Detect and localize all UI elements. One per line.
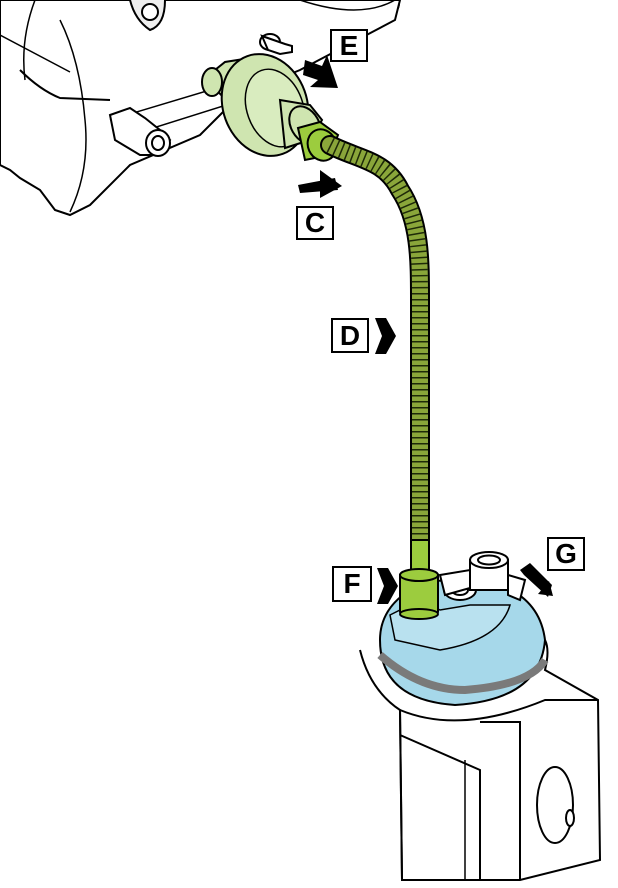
arrow-c	[298, 170, 342, 198]
callout-g: G	[547, 537, 585, 571]
arrow-f	[377, 568, 398, 604]
arrow-d	[375, 318, 396, 354]
callout-f: F	[332, 566, 372, 602]
callout-e: E	[330, 29, 368, 62]
callout-c: C	[296, 206, 334, 240]
chamber-connector	[400, 540, 438, 619]
corrugated-tube-fill	[330, 145, 420, 570]
callout-d: D	[331, 318, 369, 353]
